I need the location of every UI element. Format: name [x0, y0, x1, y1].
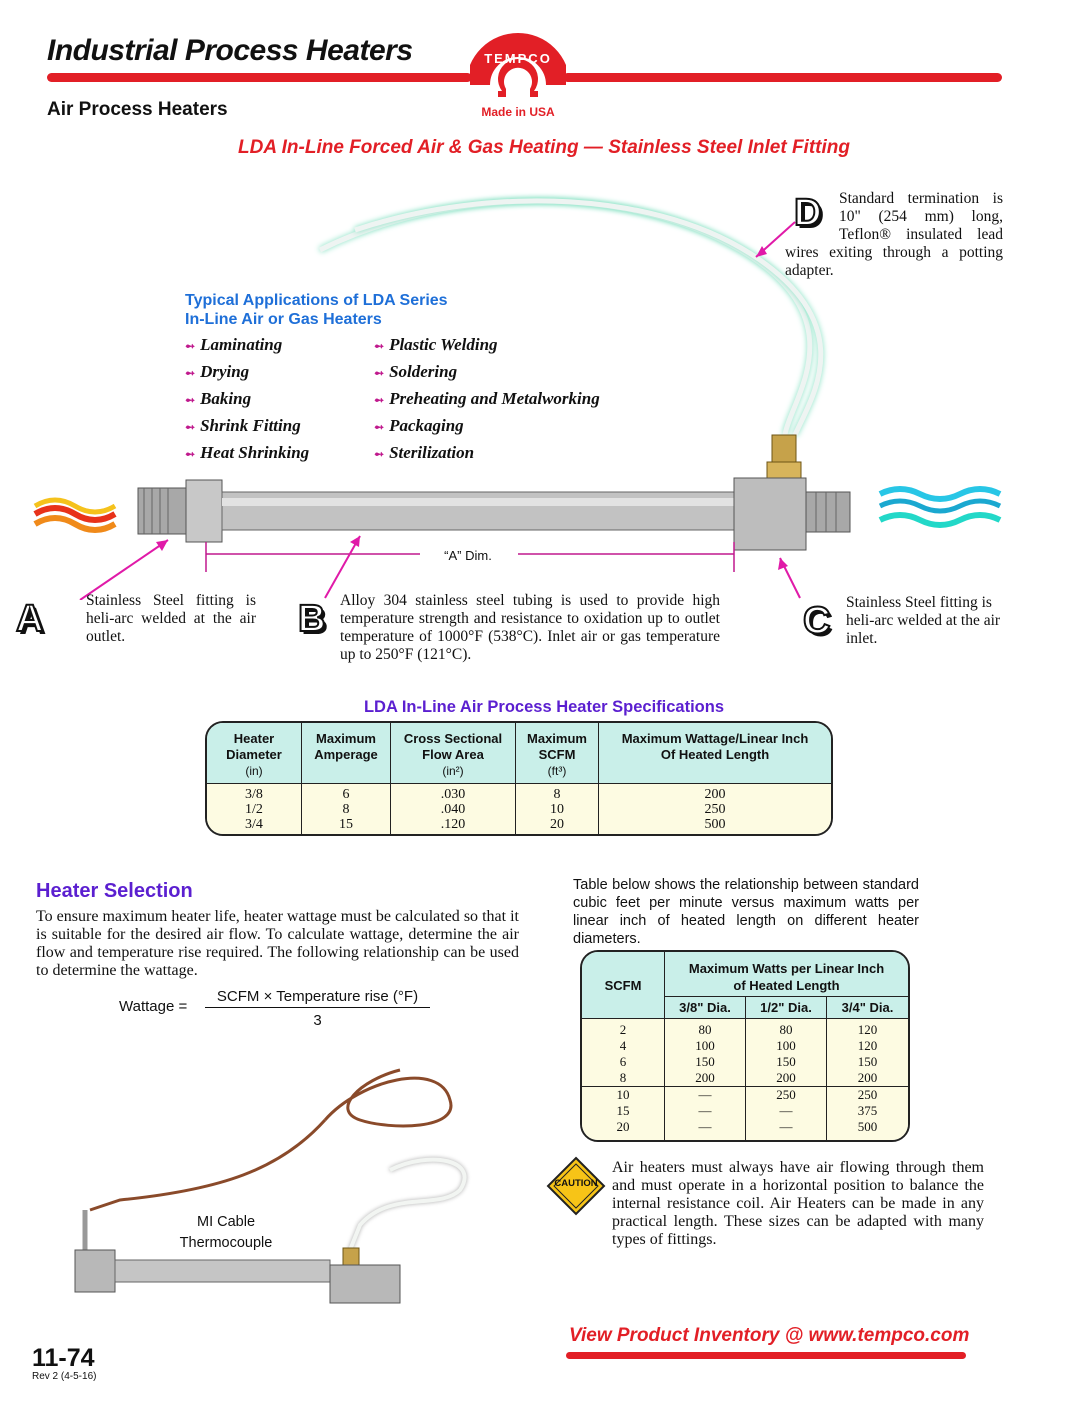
- list-item: ➻Sterilization: [374, 443, 475, 462]
- table-row: 15——375: [582, 1103, 908, 1119]
- formula-numerator: SCFM × Temperature rise (°F): [205, 988, 430, 1008]
- watt-header-scfm: SCFM: [582, 952, 665, 1019]
- applications-title: Typical Applications of LDA Series In-Li…: [185, 291, 448, 329]
- section-subtitle: Air Process Heaters: [47, 99, 228, 120]
- watt-table-intro: Table below shows the relationship betwe…: [573, 877, 919, 947]
- list-item: ➻Preheating and Metalworking: [374, 389, 600, 408]
- product-heading: LDA In-Line Forced Air & Gas Heating — S…: [238, 137, 850, 158]
- caution-text: Air heaters must always have air flowing…: [612, 1159, 984, 1248]
- callout-a-text: Stainless Steel fitting is heli-arc weld…: [86, 592, 256, 645]
- revision-label: Rev 2 (4-5-16): [32, 1371, 97, 1382]
- list-item: ➻Shrink Fitting: [185, 416, 301, 435]
- watt-subheader: 3/8" Dia.: [665, 996, 746, 1019]
- header-red-rule-right: [563, 73, 1002, 82]
- header-red-rule-left: [47, 73, 472, 82]
- heater-selection-title: Heater Selection: [36, 880, 193, 902]
- list-item: ➻Laminating: [185, 335, 283, 354]
- logo-tagline: Made in USA: [481, 105, 555, 119]
- callout-letter-a: A: [15, 597, 44, 641]
- list-item: ➻Baking: [185, 389, 252, 408]
- applications-title-line2: In-Line Air or Gas Heaters: [185, 311, 382, 328]
- heater-selection-body: To ensure maximum heater life, heater wa…: [36, 908, 519, 979]
- list-item: ➻Plastic Welding: [374, 335, 498, 354]
- heater-illustration: [33, 198, 1002, 600]
- watt-subheader: 3/4" Dia.: [827, 996, 908, 1019]
- applications-col1: ➻Laminating ➻Drying ➻Baking ➻Shrink Fitt…: [185, 332, 309, 467]
- footer-red-rule: [566, 1352, 966, 1359]
- caution-icon: CAUTION: [546, 1156, 606, 1216]
- page-title: Industrial Process Heaters: [47, 34, 413, 67]
- watt-subheader: 1/2" Dia.: [746, 996, 827, 1019]
- thermocouple-label: MI Cable Thermocouple: [150, 1212, 302, 1254]
- formula-denominator: 3: [313, 1012, 322, 1029]
- list-item: ➻Heat Shrinking: [185, 443, 310, 462]
- applications-col2: ➻Plastic Welding ➻Soldering ➻Preheating …: [374, 332, 600, 467]
- callout-c-text: Stainless Steel fitting is heli-arc weld…: [846, 594, 1001, 647]
- callout-letter-c: C: [802, 599, 831, 643]
- inventory-link[interactable]: View Product Inventory @ www.tempco.com: [569, 1325, 970, 1346]
- table-row: 20——500: [582, 1119, 908, 1140]
- thermocouple-illustration: [74, 1068, 467, 1304]
- callout-d-body: Standard termination is 10" (254 mm) lon…: [785, 190, 1003, 279]
- formula-lhs: Wattage =: [119, 998, 188, 1015]
- tempco-logo: TEMPCO Made in USA: [466, 27, 570, 123]
- thermocouple-label-line1: MI Cable: [196, 1214, 256, 1230]
- applications-title-line1: Typical Applications of LDA Series: [185, 292, 448, 309]
- callout-letter-b: B: [297, 597, 326, 641]
- caution-badge-text: CAUTION: [554, 1178, 598, 1189]
- list-item: ➻Packaging: [374, 416, 464, 435]
- page-number: 11-74: [32, 1344, 95, 1372]
- callout-d-text: Standard termination is 10" (254 mm) lon…: [785, 190, 1003, 280]
- callout-letter-d: D: [793, 191, 822, 235]
- list-item: ➻Drying: [185, 362, 250, 381]
- logo-brand: TEMPCO: [484, 51, 552, 66]
- callout-b-text: Alloy 304 stainless steel tubing is used…: [340, 592, 720, 663]
- list-item: ➻Soldering: [374, 362, 458, 381]
- dimension-label: “A” Dim.: [444, 548, 492, 563]
- spec-table-title: LDA In-Line Air Process Heater Specifica…: [363, 698, 725, 716]
- thermocouple-label-line2: Thermocouple: [179, 1235, 273, 1251]
